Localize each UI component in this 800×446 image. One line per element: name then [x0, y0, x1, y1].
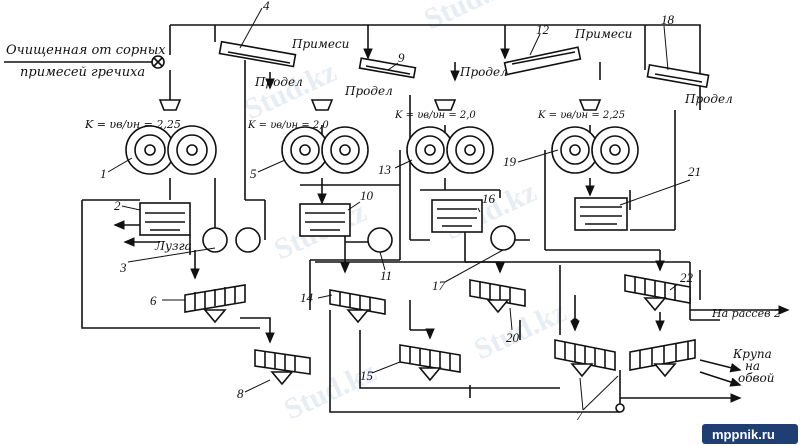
labels: Очищенная от сорных примесей гречиха При…: [6, 0, 781, 423]
equipment-number: 1: [100, 166, 107, 181]
site-badge: mppnik.ru: [702, 424, 798, 444]
aspirator-21: [574, 197, 628, 231]
equipment-number: 18: [661, 12, 675, 27]
screw-separator-4: [218, 40, 297, 68]
input-label-line1: Очищенная от сорных: [6, 43, 166, 58]
equipment-number: 7: [576, 408, 583, 423]
equipment: [125, 40, 710, 413]
prodel-label: Продел: [459, 65, 508, 79]
equipment-number: 9: [398, 50, 405, 65]
sifter-7: [554, 339, 696, 378]
equipment-number: 3: [119, 260, 127, 275]
screw-separator-9: [358, 57, 417, 79]
prodel-label: Продел: [344, 84, 393, 98]
site-label: mppnik.ru: [712, 427, 775, 442]
fan-17: [490, 225, 516, 251]
screw-separator-12: [503, 46, 582, 76]
sifter-14: [329, 289, 386, 324]
feed-hopper: [433, 99, 457, 111]
fan-3: [202, 227, 261, 253]
sifter-20: [469, 279, 526, 314]
to-sifting-label: На рассев 2: [711, 307, 781, 320]
aspirator-16: [431, 199, 483, 233]
watermark: Stud.kz: [419, 0, 521, 36]
impurities-label: Примеси: [574, 27, 632, 41]
junction-node: [615, 403, 625, 413]
aspirator-10: [299, 203, 351, 237]
screw-separator-18: [646, 63, 710, 89]
ratio-formula: K = υв/υн = 2,25: [84, 118, 181, 131]
sifter-22: [624, 274, 691, 312]
flow-lines: [4, 24, 790, 413]
groats-label: на: [745, 359, 760, 373]
equipment-number: 5: [250, 166, 257, 181]
feed-hopper: [310, 99, 334, 111]
roller-pair-1: [125, 125, 217, 175]
equipment-number: 10: [360, 188, 374, 203]
equipment-number: 19: [503, 154, 517, 169]
impurities-label: Примеси: [291, 37, 349, 51]
junction-node: [571, 318, 579, 326]
equipment-number: 2: [114, 198, 121, 213]
prodel-label: Продел: [684, 92, 733, 106]
fan-11: [367, 227, 393, 253]
equipment-number: 15: [360, 368, 374, 383]
equipment-number: 12: [536, 22, 550, 37]
equipment-number: 14: [300, 290, 314, 305]
sifter-15: [399, 344, 461, 382]
feed-hopper: [158, 99, 182, 111]
prodel-label: Продел: [254, 75, 303, 89]
roller-pair-13: [406, 126, 494, 174]
equipment-number: 21: [688, 164, 701, 179]
equipment-number: 13: [378, 162, 392, 177]
sifter-8: [254, 349, 311, 386]
groats-label: обвой: [738, 371, 775, 385]
equipment-number: 11: [380, 268, 392, 283]
input-label-line2: примесей гречиха: [20, 65, 145, 80]
roller-pair-5: [281, 126, 369, 174]
groats-label: Крупа: [732, 347, 772, 361]
equipment-number: 8: [237, 386, 244, 401]
leader-lines: [107, 7, 691, 411]
aspirator-2: [139, 202, 191, 236]
roller-pair-19: [551, 126, 639, 174]
equipment-number: 17: [432, 278, 446, 293]
sifter-6: [184, 284, 246, 324]
equipment-number: 6: [150, 293, 157, 308]
flow-valve-symbol: [151, 55, 165, 69]
ratio-formula: K = υв/υн = 2,25: [537, 110, 625, 121]
ratio-formula: K = υв/υн = 2,0: [394, 110, 476, 121]
ratio-formula: K = υв/υн = 2,0: [247, 120, 329, 131]
equipment-number: 4: [263, 0, 270, 13]
equipment-number: 20: [506, 330, 520, 345]
feed-hopper: [578, 99, 602, 111]
equipment-number: 16: [482, 191, 496, 206]
equipment-number: 22: [680, 270, 694, 285]
husk-label: Лузга: [154, 239, 192, 253]
